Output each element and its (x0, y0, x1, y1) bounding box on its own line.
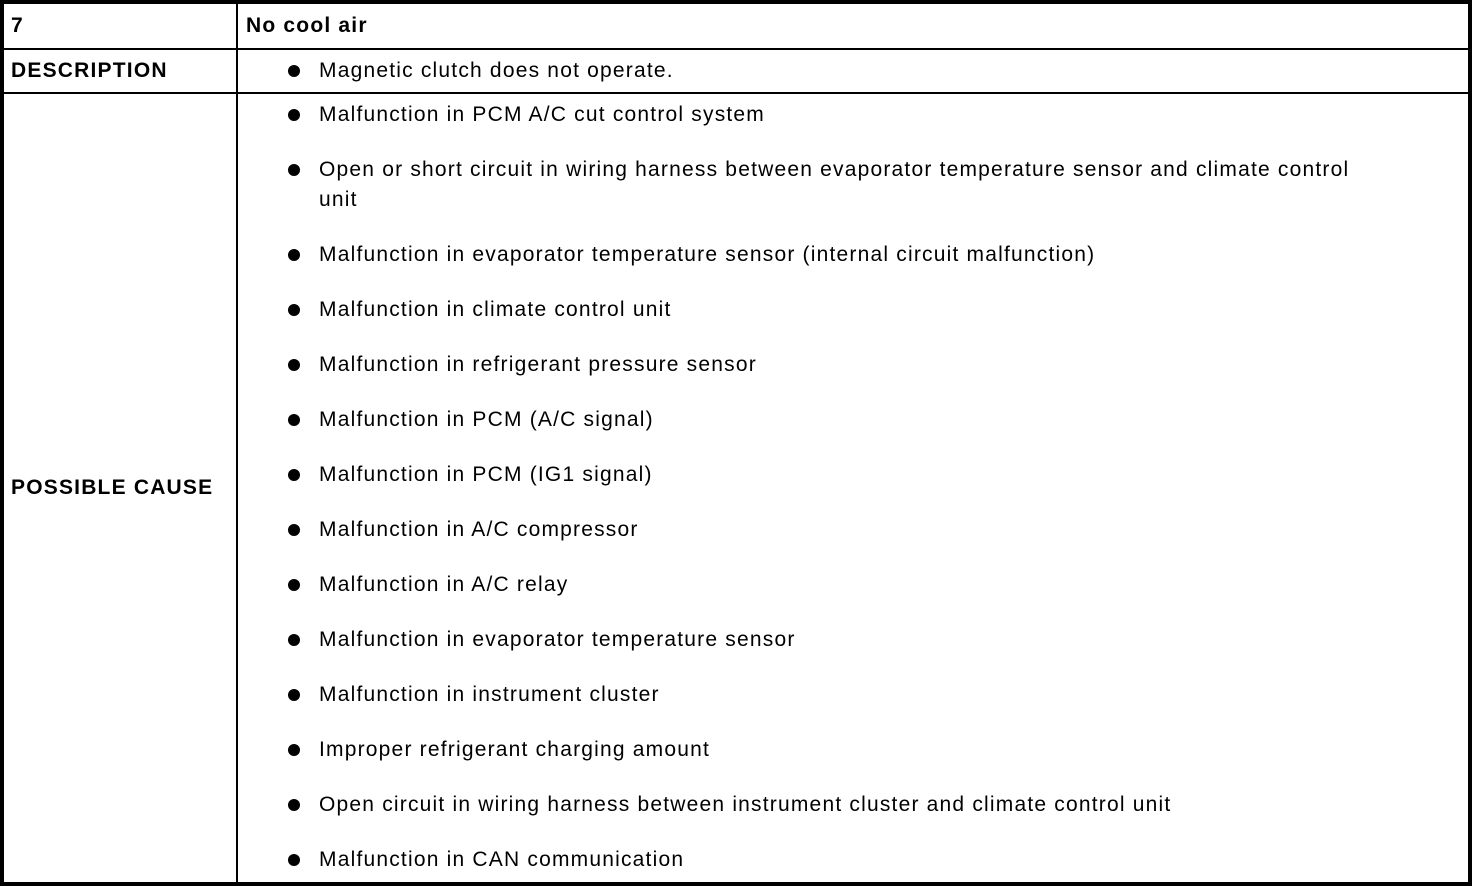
description-label-cell: DESCRIPTION (4, 50, 238, 94)
possible-cause-item: Malfunction in instrument cluster (238, 680, 1468, 710)
possible-cause-item: Malfunction in PCM (A/C signal) (238, 405, 1468, 435)
bullet-icon (288, 249, 300, 261)
bullet-icon (288, 579, 300, 591)
bullet-icon (288, 524, 300, 536)
symptom-title: No cool air (246, 14, 368, 37)
possible-cause-item: Malfunction in CAN communication (238, 845, 1468, 875)
possible-cause-item-text: Malfunction in A/C relay (319, 573, 569, 596)
possible-cause-item: Malfunction in PCM (IG1 signal) (238, 460, 1468, 490)
possible-cause-item-text: Malfunction in refrigerant pressure sens… (319, 353, 757, 376)
possible-cause-label-cell: POSSIBLE CAUSE (4, 94, 238, 882)
description-item: Magnetic clutch does not operate. (238, 56, 1468, 86)
possible-cause-item: Malfunction in A/C relay (238, 570, 1468, 600)
possible-cause-item: Malfunction in PCM A/C cut control syste… (238, 100, 1468, 130)
possible-cause-item-text: Malfunction in PCM (IG1 signal) (319, 463, 653, 486)
item-number-cell: 7 (4, 4, 238, 50)
possible-cause-item: Malfunction in evaporator temperature se… (238, 240, 1468, 270)
item-number: 7 (11, 14, 24, 37)
possible-cause-item-text: Malfunction in evaporator temperature se… (319, 243, 1096, 266)
possible-cause-item: Malfunction in refrigerant pressure sens… (238, 350, 1468, 380)
possible-cause-item: Open circuit in wiring harness between i… (238, 790, 1468, 820)
possible-cause-item-text: Malfunction in CAN communication (319, 848, 685, 871)
possible-cause-item-text: Malfunction in climate control unit (319, 298, 672, 321)
bullet-icon (288, 854, 300, 866)
bullet-icon (288, 469, 300, 481)
possible-cause-item-text: Malfunction in A/C compressor (319, 518, 639, 541)
possible-cause-item-text: Improper refrigerant charging amount (319, 738, 711, 761)
description-label: DESCRIPTION (11, 59, 168, 82)
possible-cause-item-text: Malfunction in PCM (A/C signal) (319, 408, 654, 431)
description-content-cell: Magnetic clutch does not operate. (238, 50, 1468, 94)
possible-cause-item-text: Malfunction in PCM A/C cut control syste… (319, 103, 766, 126)
bullet-icon (288, 164, 300, 176)
possible-cause-item: Malfunction in evaporator temperature se… (238, 625, 1468, 655)
possible-cause-item: Malfunction in A/C compressor (238, 515, 1468, 545)
bullet-icon (288, 359, 300, 371)
possible-cause-item-text: Open circuit in wiring harness between i… (319, 793, 1172, 816)
description-item-text: Magnetic clutch does not operate. (319, 59, 674, 82)
possible-cause-item-text: Malfunction in instrument cluster (319, 683, 660, 706)
bullet-icon (288, 744, 300, 756)
bullet-icon (288, 65, 300, 77)
bullet-icon (288, 689, 300, 701)
bullet-icon (288, 109, 300, 121)
possible-cause-item: Improper refrigerant charging amount (238, 735, 1468, 765)
possible-cause-item: Malfunction in climate control unit (238, 295, 1468, 325)
possible-cause-item-text: Open or short circuit in wiring harness … (319, 158, 1350, 211)
symptom-title-cell: No cool air (238, 4, 1468, 50)
bullet-icon (288, 799, 300, 811)
possible-cause-content-cell: Malfunction in PCM A/C cut control syste… (238, 94, 1468, 882)
possible-cause-item: Open or short circuit in wiring harness … (238, 155, 1468, 215)
possible-cause-label: POSSIBLE CAUSE (11, 476, 214, 499)
possible-cause-item-text: Malfunction in evaporator temperature se… (319, 628, 796, 651)
bullet-icon (288, 304, 300, 316)
bullet-icon (288, 634, 300, 646)
bullet-icon (288, 414, 300, 426)
